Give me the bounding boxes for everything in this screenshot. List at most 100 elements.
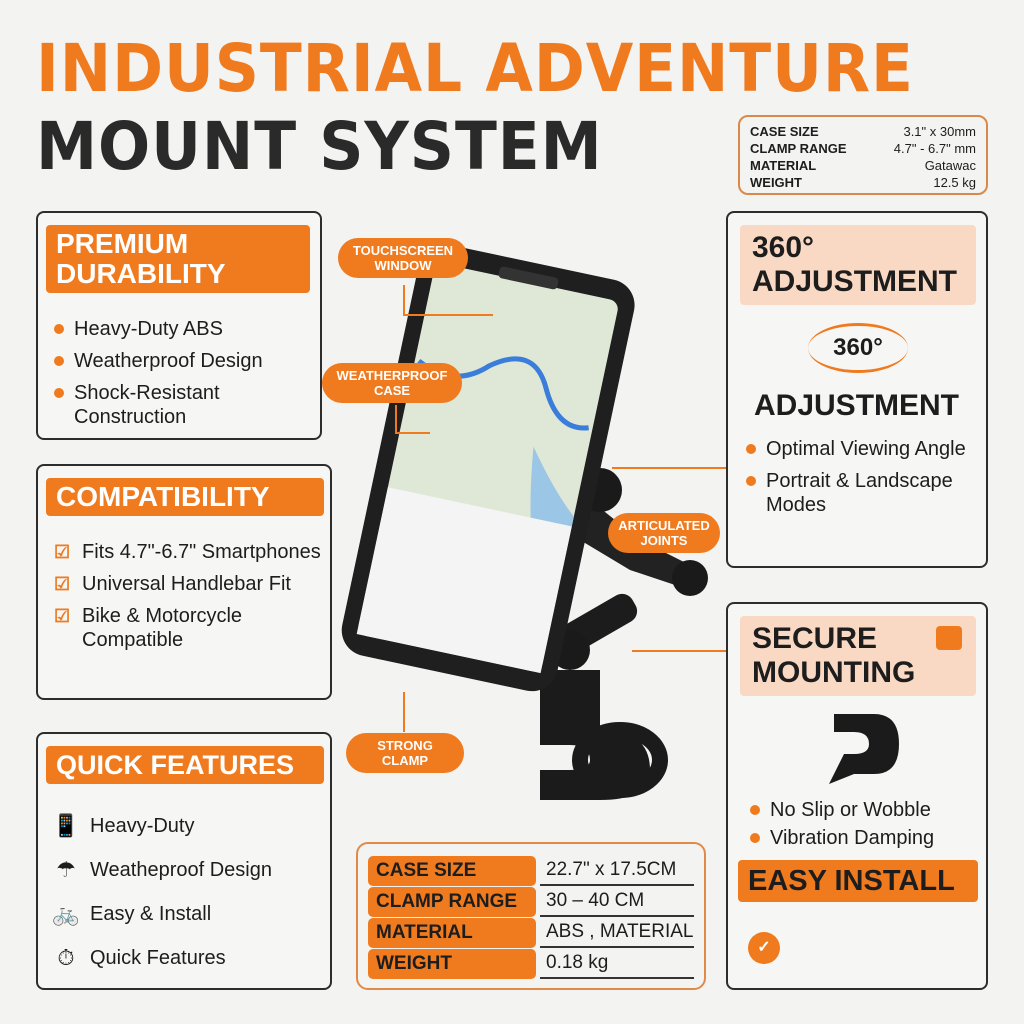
list-item-label: Heavy-Duty ABS	[74, 318, 223, 340]
spec-row: CLAMP RANGE 4.7" - 6.7" mm	[750, 140, 976, 157]
list-item: ☑Fits 4.7"-6.7" Smartphones	[54, 540, 329, 564]
list-item-label: Weatherproof Design	[74, 350, 263, 372]
list-item-label: Heavy-Duty	[90, 815, 195, 837]
adjustment-title-line-1: 360°	[752, 231, 815, 264]
adjustment-list: Optimal Viewing Angle Portrait & Landsca…	[746, 437, 976, 525]
title-line-1: INDUSTRIAL ADVENTURE	[36, 30, 914, 107]
adjustment-panel: 360°ADJUSTMENT 360° ADJUSTMENT Optimal V…	[726, 211, 988, 568]
secure-title-line-2: MOUNTING	[752, 656, 916, 689]
compatibility-panel: COMPATIBILITY ☑Fits 4.7"-6.7" Smartphone…	[36, 464, 332, 700]
callout-joints: ARTICULATED JOINTS	[608, 513, 720, 553]
top-spec-table: CASE SIZE 3.1" x 30mm CLAMP RANGE 4.7" - 6…	[738, 115, 988, 195]
list-item: 📱 Heavy-Duty	[52, 814, 327, 838]
bullet-icon	[750, 833, 760, 843]
bullet-icon	[54, 356, 64, 366]
callout-touchscreen: TOUCHSCREEN WINDOW	[338, 238, 468, 278]
spec-value: Gatawac	[924, 158, 976, 173]
callout-line	[395, 405, 397, 433]
quick-features-title: QUICK FEATURES	[46, 746, 324, 784]
spec-row: CASE SIZE 3.1" x 30mm	[750, 123, 976, 140]
list-item: No Slip or Wobble	[750, 798, 980, 822]
bullet-icon	[746, 476, 756, 486]
spec-label: WEIGHT	[750, 175, 802, 190]
callout-line	[403, 314, 493, 316]
spec-row: WEIGHT 12.5 kg	[750, 174, 976, 191]
list-item-label: Portrait & Landscape Modes	[766, 470, 953, 516]
durability-title-line-1: PREMIUM	[56, 228, 189, 259]
rotate-360-icon: 360°	[808, 323, 908, 373]
bullet-icon	[54, 324, 64, 334]
spec-value: 12.5 kg	[933, 175, 976, 190]
spec-value: 30 – 40 CM	[540, 887, 694, 917]
callout-line	[395, 432, 430, 434]
secure-list: No Slip or Wobble Vibration Damping	[750, 798, 980, 858]
phone-icon: 📱	[52, 813, 80, 838]
spec-label: MATERIAL	[750, 158, 817, 173]
list-item: Vibration Damping	[750, 826, 980, 850]
list-item-label: Bike & Motorcycle Compatible	[82, 605, 243, 651]
spec-label: CASE SIZE	[368, 856, 536, 886]
secure-title-line-1: SECURE	[752, 622, 878, 655]
rain-icon: ☂	[56, 857, 76, 882]
adjustment-subtitle: ADJUSTMENT	[754, 389, 960, 422]
bullet-icon	[750, 805, 760, 815]
list-item-label: Weatheproof Design	[90, 859, 272, 881]
list-item: ☑ Universal Handlebar Fit	[54, 572, 329, 596]
stopwatch-icon: ⏱	[57, 945, 75, 970]
callout-line	[632, 650, 726, 652]
durability-list: Heavy-Duty ABS Weatherproof Design Shock…	[54, 317, 314, 437]
clamp-icon	[829, 714, 899, 784]
list-item: Optimal Viewing Angle	[746, 437, 976, 461]
list-item-label: Vibration Damping	[770, 827, 935, 849]
adjustment-title: 360°ADJUSTMENT	[740, 225, 976, 305]
list-item-label: Quick Features	[90, 947, 226, 969]
title-line-2: MOUNT SYSTEM	[36, 108, 603, 185]
spec-label: CLAMP RANGE	[368, 887, 536, 917]
list-item-label: Universal Handlebar Fit	[82, 573, 291, 595]
easy-install-banner: EASY INSTALL	[738, 860, 978, 902]
list-item: Shock-Resistant Construction	[54, 381, 314, 429]
compatibility-list: ☑Fits 4.7"-6.7" Smartphones ☑ Universal H…	[54, 540, 329, 660]
spec-value: 22.7" x 17.5CM	[540, 856, 694, 886]
callout-line	[612, 467, 726, 469]
lock-icon	[936, 626, 962, 650]
list-item: ⏱ Quick Features	[52, 946, 327, 970]
list-item: Portrait & Landscape Modes	[746, 469, 976, 517]
spec-label: WEIGHT	[368, 949, 536, 979]
list-item-label: No Slip or Wobble	[770, 799, 931, 821]
check-circle-icon: ✓	[748, 932, 780, 964]
spec-label: MATERIAL	[368, 918, 536, 948]
compatibility-title: COMPATIBILITY	[46, 478, 324, 516]
list-item-label: Easy & Install	[90, 903, 212, 925]
quick-features-list: 📱 Heavy-Duty ☂ Weatheproof Design 🚲 Easy & …	[52, 814, 327, 978]
durability-title-line-2: DURABILITY	[56, 258, 226, 289]
list-item: 🚲 Easy & Install	[52, 902, 327, 926]
bullet-icon	[746, 444, 756, 454]
bullet-icon	[54, 388, 64, 398]
bicycle-icon: 🚲	[52, 901, 80, 926]
spec-label: CLAMP RANGE	[750, 141, 847, 156]
adjustment-title-line-2: ADJUSTMENT	[752, 265, 958, 298]
list-item-label: Optimal Viewing Angle	[766, 438, 966, 460]
checkbox-icon: ☑	[54, 574, 71, 594]
list-item: Weatherproof Design	[54, 349, 314, 373]
spec-value: 3.1" x 30mm	[903, 124, 976, 139]
quick-features-panel: QUICK FEATURES 📱 Heavy-Duty ☂ Weatheproof …	[36, 732, 332, 990]
list-item-label: Shock-Resistant Construction	[74, 382, 220, 428]
spec-value: 4.7" - 6.7" mm	[893, 141, 976, 156]
checkbox-icon: ☑	[54, 542, 71, 562]
spec-value: ABS , MATERIAL	[540, 918, 694, 948]
list-item: ☑Bike & Motorcycle Compatible	[54, 604, 329, 652]
callout-line	[403, 692, 405, 732]
list-item: ☂ Weatheproof Design	[52, 858, 327, 882]
spec-label: CASE SIZE	[750, 124, 819, 139]
list-item: Heavy-Duty ABS	[54, 317, 314, 341]
